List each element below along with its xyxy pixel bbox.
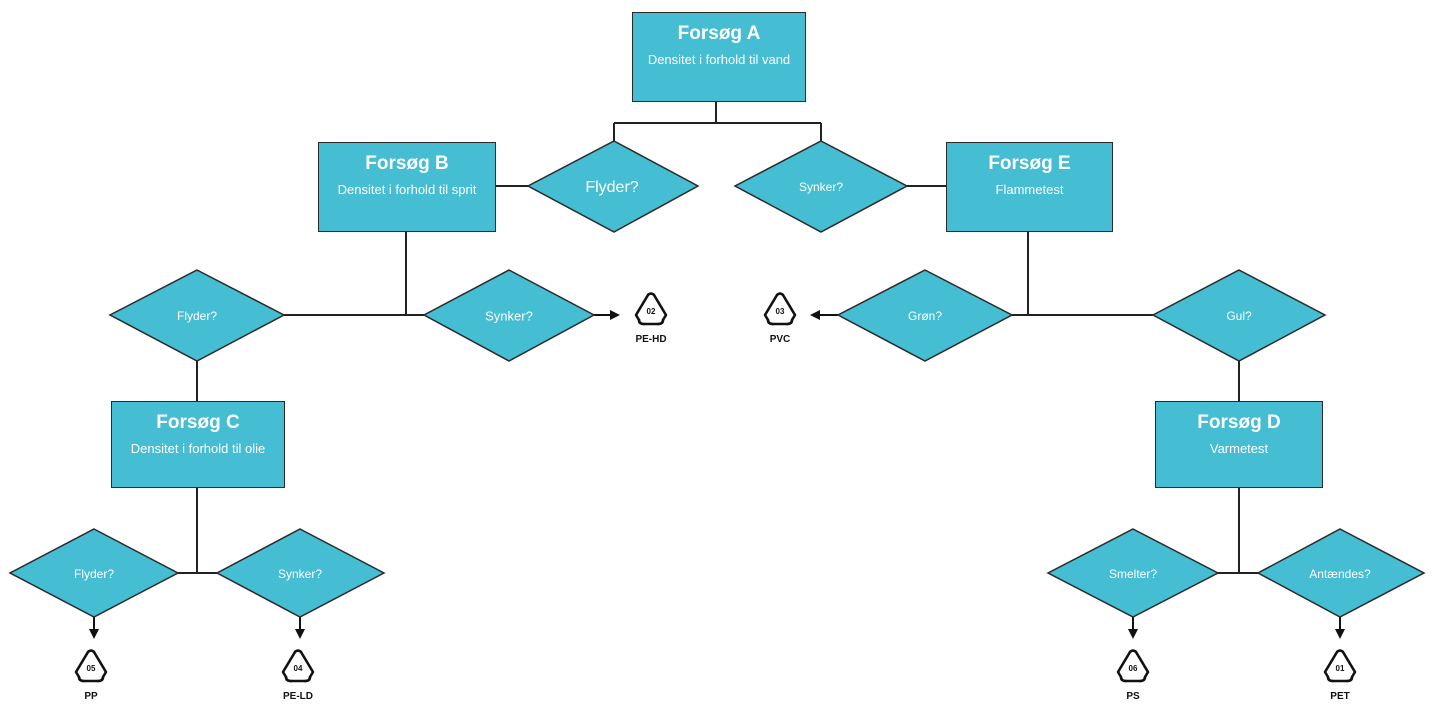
experiment-e-title: Forsøg E: [988, 153, 1071, 174]
recycle-code: 01: [1336, 664, 1345, 673]
decision-label: Synker?: [485, 308, 533, 323]
decision-label: Synker?: [799, 180, 843, 194]
recycle-label: PVC: [770, 334, 791, 345]
decision-a-sink-diamond: [733, 140, 909, 233]
decision-label: Smelter?: [1109, 567, 1157, 581]
experiment-e-box: Forsøg E Flammetest: [946, 142, 1113, 232]
decision-label: Flyder?: [177, 309, 217, 323]
decision-d-melt-diamond: [1046, 528, 1220, 618]
recycle-code: 03: [776, 307, 785, 316]
recycle-symbol-pehd: 02 PE-HD: [634, 292, 668, 345]
experiment-c-title: Forsøg C: [156, 412, 240, 433]
decision-c-sink-diamond: [215, 528, 386, 618]
recycle-triangle-icon: [1116, 649, 1150, 683]
recycle-symbol-peld: 04 PE-LD: [281, 649, 315, 702]
decision-c-float-diamond: [8, 528, 180, 618]
decision-d-ignite-diamond: [1256, 528, 1426, 618]
decision-a-float-diamond: [526, 140, 700, 233]
recycle-symbol-pvc: 03 PVC: [763, 292, 797, 345]
recycle-label: PS: [1126, 691, 1140, 702]
recycle-symbol-ps: 06 PS: [1116, 649, 1150, 702]
decision-label: Flyder?: [74, 567, 114, 581]
recycle-symbol-pp: 05 PP: [74, 649, 108, 702]
experiment-d-subtitle: Varmetest: [1209, 441, 1269, 456]
decision-label: Antændes?: [1309, 567, 1371, 581]
decision-b-sink-diamond: [422, 269, 596, 362]
recycle-triangle-icon: [634, 292, 668, 326]
experiment-c-subtitle: Densitet i forhold til olie: [130, 441, 266, 456]
experiment-b-box: Forsøg B Densitet i forhold til sprit: [318, 142, 496, 232]
decision-b-float-diamond: [108, 269, 286, 362]
decision-label: Gul?: [1226, 309, 1252, 323]
recycle-triangle-icon: [1323, 649, 1357, 683]
recycle-label: PET: [1330, 691, 1349, 702]
recycle-triangle-icon: [763, 292, 797, 326]
decision-e-green-diamond: [836, 269, 1014, 362]
experiment-d-box: Forsøg D Varmetest: [1155, 401, 1323, 488]
experiment-b-title: Forsøg B: [365, 153, 449, 174]
recycle-symbol-pet: 01 PET: [1323, 649, 1357, 702]
recycle-code: 06: [1129, 664, 1138, 673]
recycle-code: 04: [294, 664, 303, 673]
experiment-b-subtitle: Densitet i forhold til sprit: [337, 182, 477, 197]
experiment-a-title: Forsøg A: [677, 23, 761, 44]
experiment-d-title: Forsøg D: [1197, 412, 1281, 433]
decision-label: Grøn?: [908, 309, 942, 323]
decision-e-yellow-diamond: [1151, 269, 1327, 362]
experiment-a-subtitle: Densitet i forhold til vand: [647, 52, 791, 67]
experiment-e-subtitle: Flammetest: [995, 182, 1064, 197]
recycle-triangle-icon: [281, 649, 315, 683]
experiment-a-box: Forsøg A Densitet i forhold til vand: [632, 12, 806, 102]
decision-label: Flyder?: [585, 179, 638, 196]
decision-label: Synker?: [278, 567, 322, 581]
recycle-code: 02: [647, 307, 656, 316]
recycle-label: PE-LD: [283, 691, 313, 702]
recycle-label: PE-HD: [635, 334, 666, 345]
experiment-c-box: Forsøg C Densitet i forhold til olie: [111, 401, 285, 488]
recycle-triangle-icon: [74, 649, 108, 683]
recycle-code: 05: [87, 664, 96, 673]
recycle-label: PP: [84, 691, 98, 702]
